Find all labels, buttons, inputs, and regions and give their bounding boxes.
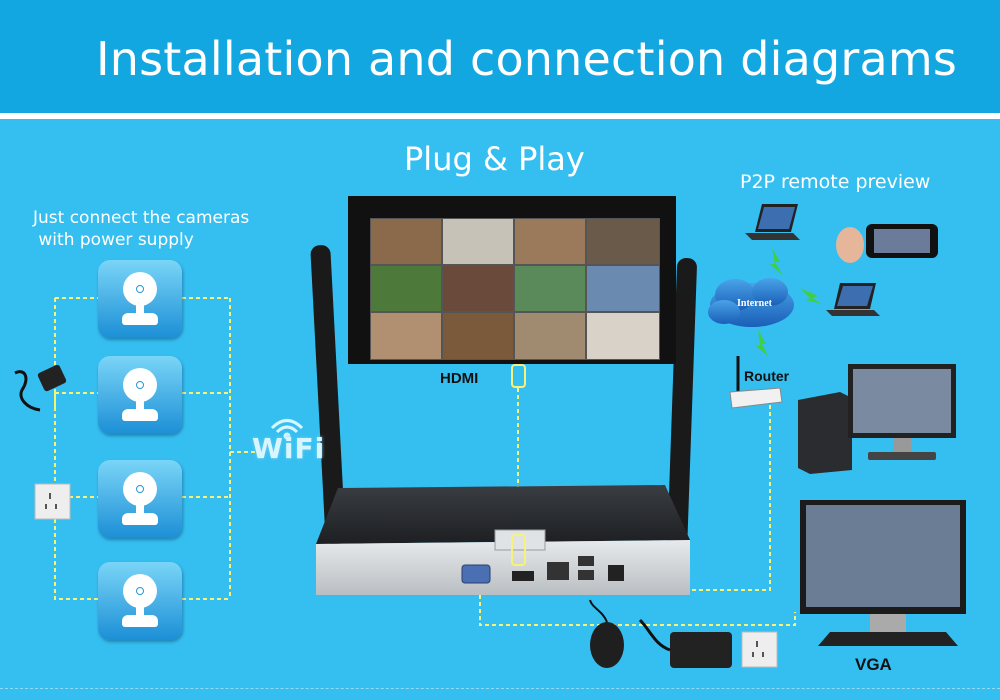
connect-cameras-text: Just connect the cameras with power supp… — [33, 207, 249, 251]
camera-icon — [98, 356, 182, 434]
connect-cameras-line2: with power supply — [33, 230, 194, 250]
antenna-left — [310, 245, 346, 545]
hdmi-port-highlight — [511, 534, 526, 566]
bottom-divider — [0, 688, 1000, 689]
network-links — [756, 248, 822, 356]
camera-icon — [98, 260, 182, 338]
wall-socket-icon-2 — [741, 631, 778, 668]
router-icon — [729, 356, 783, 409]
nvr-power-adapter-icon — [638, 618, 732, 668]
power-adapter-icon — [14, 364, 67, 412]
router-label: Router — [744, 368, 790, 384]
page-title: Installation and connection diagrams — [96, 32, 958, 86]
hdmi-plug-icon — [511, 364, 526, 388]
wifi-icon — [270, 419, 304, 440]
hdmi-label: HDMI — [440, 370, 479, 387]
mouse-icon — [589, 599, 624, 668]
laptop-icon — [745, 204, 800, 240]
header-banner — [0, 0, 1000, 113]
camera-feed-grid — [371, 219, 659, 359]
connection-lines — [54, 297, 796, 626]
vga-line — [479, 595, 796, 626]
monitor-icon — [800, 500, 966, 646]
power-line-2 — [54, 393, 98, 600]
camera-icon — [98, 562, 182, 640]
p2p-remote-preview-label: P2P remote preview — [740, 171, 931, 193]
plug-and-play-label: Plug & Play — [404, 140, 585, 178]
internet-label: Internet — [737, 298, 772, 309]
vga-label: VGA — [855, 655, 892, 674]
antenna-right — [667, 258, 697, 558]
connect-cameras-line1: Just connect the cameras — [33, 208, 250, 228]
camera-icon — [98, 460, 182, 538]
internet-cloud-icon — [708, 278, 794, 327]
header-divider — [0, 113, 1000, 119]
router-line — [600, 405, 771, 591]
nvr-icon — [316, 485, 690, 595]
hdmi-monitor-icon — [348, 196, 676, 364]
desktop-pc-icon — [798, 364, 956, 474]
laptop-icon-2 — [826, 283, 880, 316]
wall-socket-icon — [34, 483, 71, 520]
smartphone-icon — [836, 224, 938, 263]
wifi-label: WiFi — [252, 432, 326, 465]
